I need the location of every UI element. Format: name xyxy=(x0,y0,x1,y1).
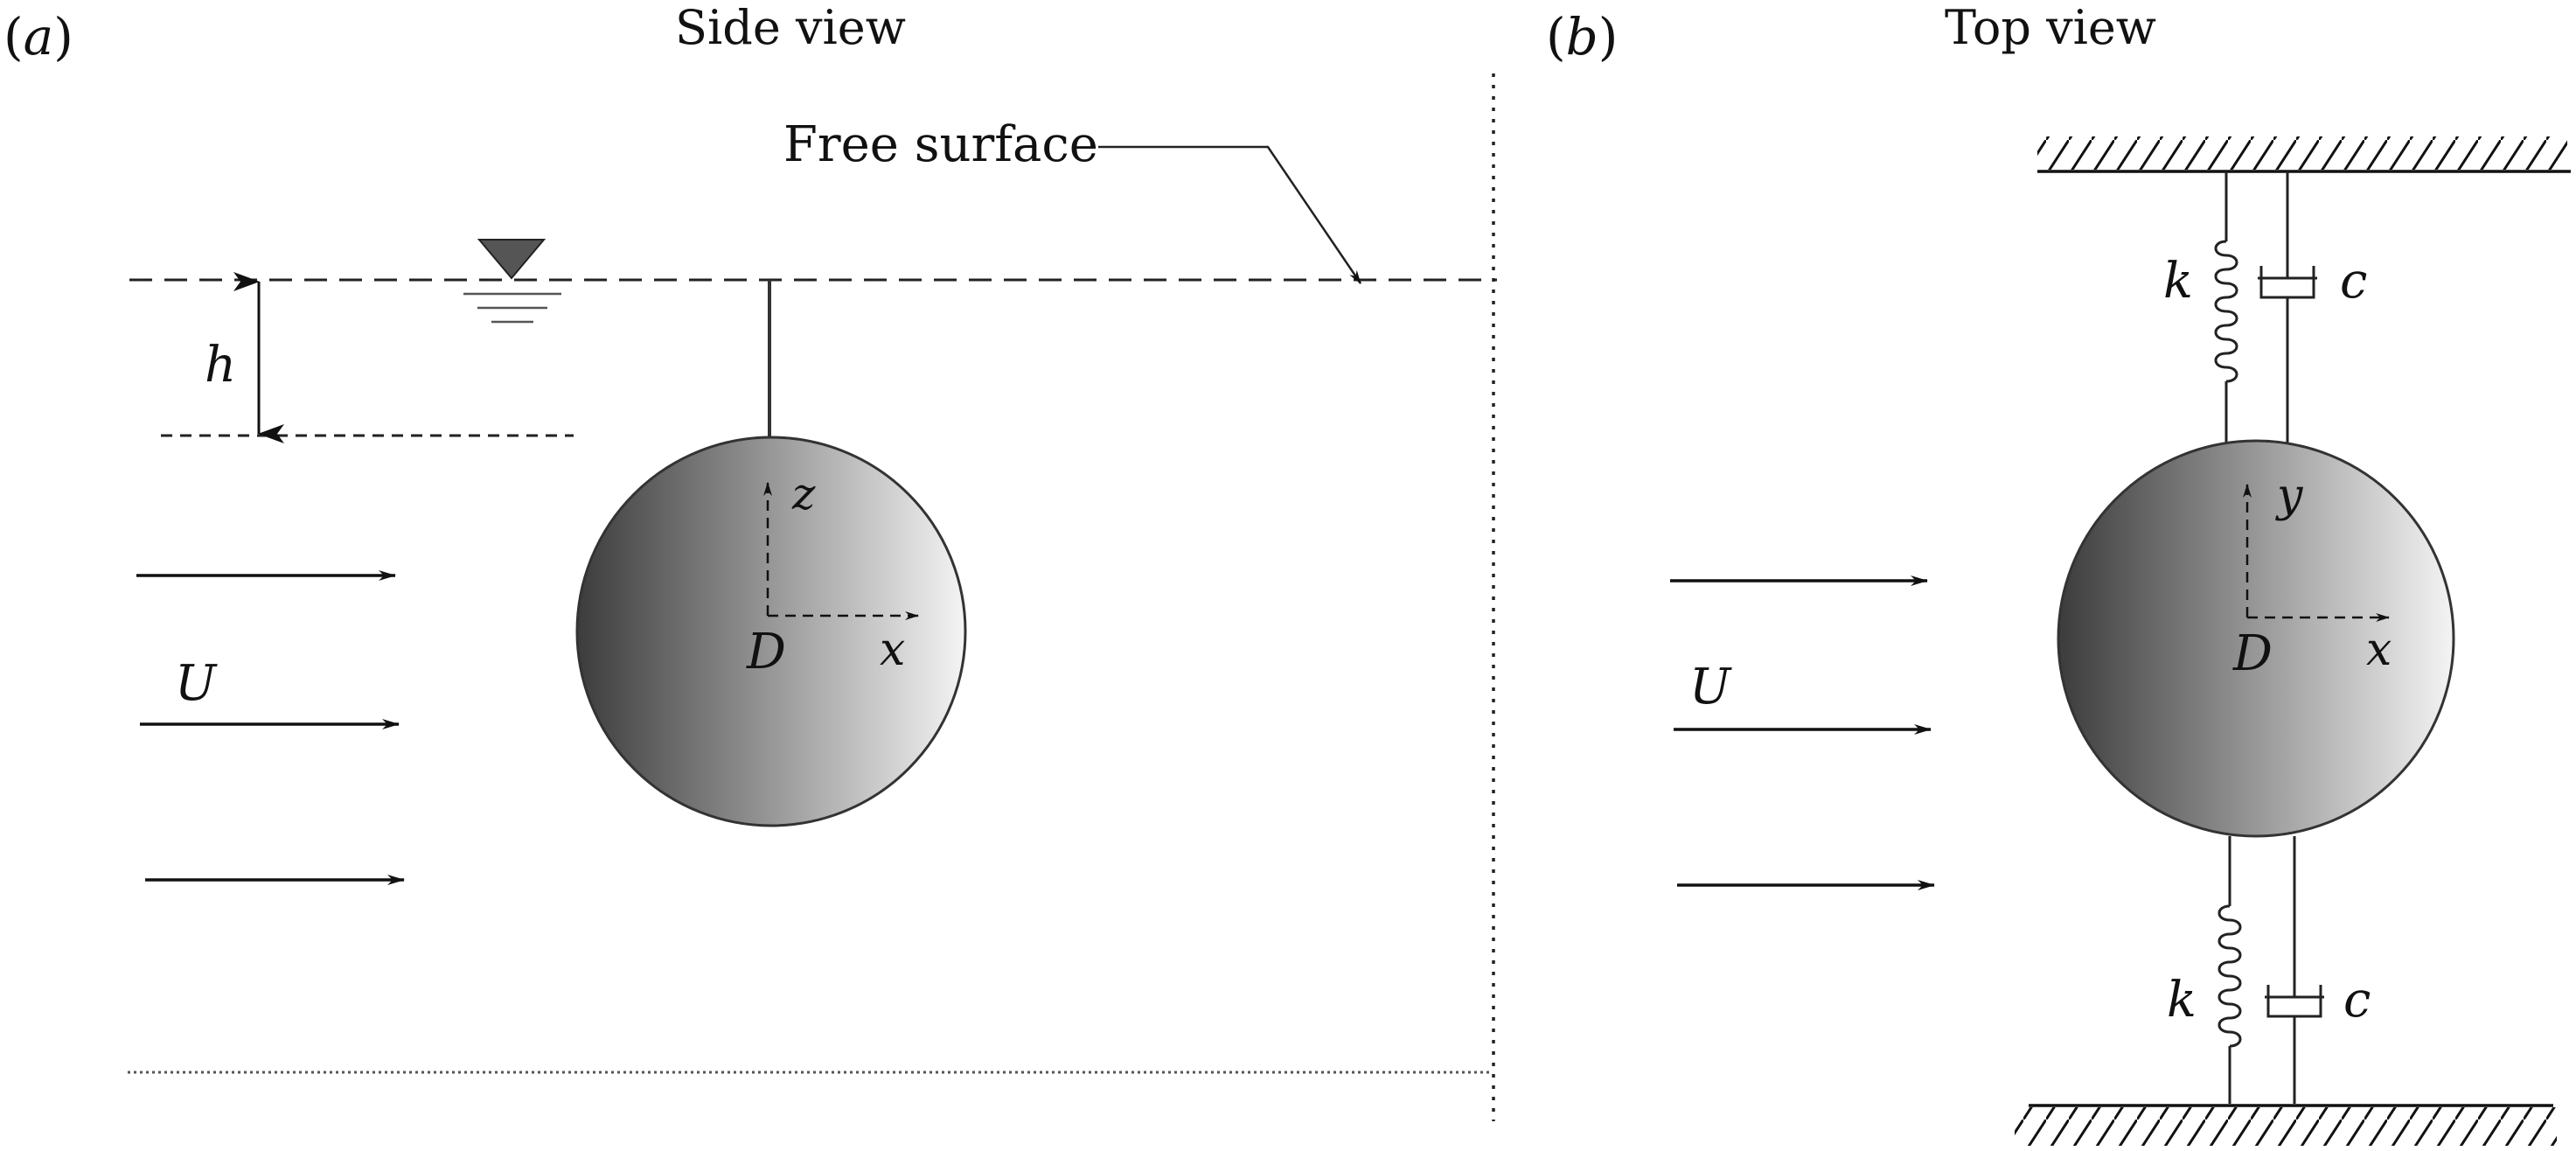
panel-a-label: (a) xyxy=(3,7,73,66)
panel-b: (b) Top view k c y x D xyxy=(1546,0,2571,1146)
axis-x-label-b: x xyxy=(2366,624,2392,676)
damper-bottom-label: c xyxy=(2343,972,2371,1029)
damper-bottom xyxy=(2265,836,2324,1104)
water-level-symbol xyxy=(463,239,561,324)
velocity-symbol: U xyxy=(175,655,218,712)
bottom-wall xyxy=(2015,1104,2557,1146)
free-surface-leader-arrow xyxy=(1098,145,1362,284)
panel-a: (a) Side view Free surface h z x D xyxy=(3,0,1497,1074)
free-surface-label: Free surface xyxy=(783,116,1098,173)
panel-b-title: Top view xyxy=(1945,0,2156,55)
axis-y-label: y xyxy=(2275,470,2303,522)
velocity-symbol-b: U xyxy=(1689,659,1732,715)
spring-bottom-label: k xyxy=(2167,972,2197,1029)
spring-bottom xyxy=(2217,836,2242,1104)
spring-top xyxy=(2214,171,2238,444)
panel-b-label: (b) xyxy=(1546,7,1618,66)
axis-x-label: x xyxy=(880,624,905,676)
sphere xyxy=(575,436,967,827)
diameter-symbol: D xyxy=(746,624,786,680)
top-wall xyxy=(2037,136,2571,173)
damper-top-label: c xyxy=(2340,253,2367,310)
diameter-symbol-b: D xyxy=(2232,625,2273,682)
panel-a-title: Side view xyxy=(675,0,906,55)
depth-symbol: h xyxy=(205,337,236,394)
damper-top xyxy=(2258,171,2317,444)
sphere-top-view xyxy=(2057,439,2455,838)
axis-z-label: z xyxy=(791,469,816,520)
spring-top-label: k xyxy=(2163,253,2193,310)
